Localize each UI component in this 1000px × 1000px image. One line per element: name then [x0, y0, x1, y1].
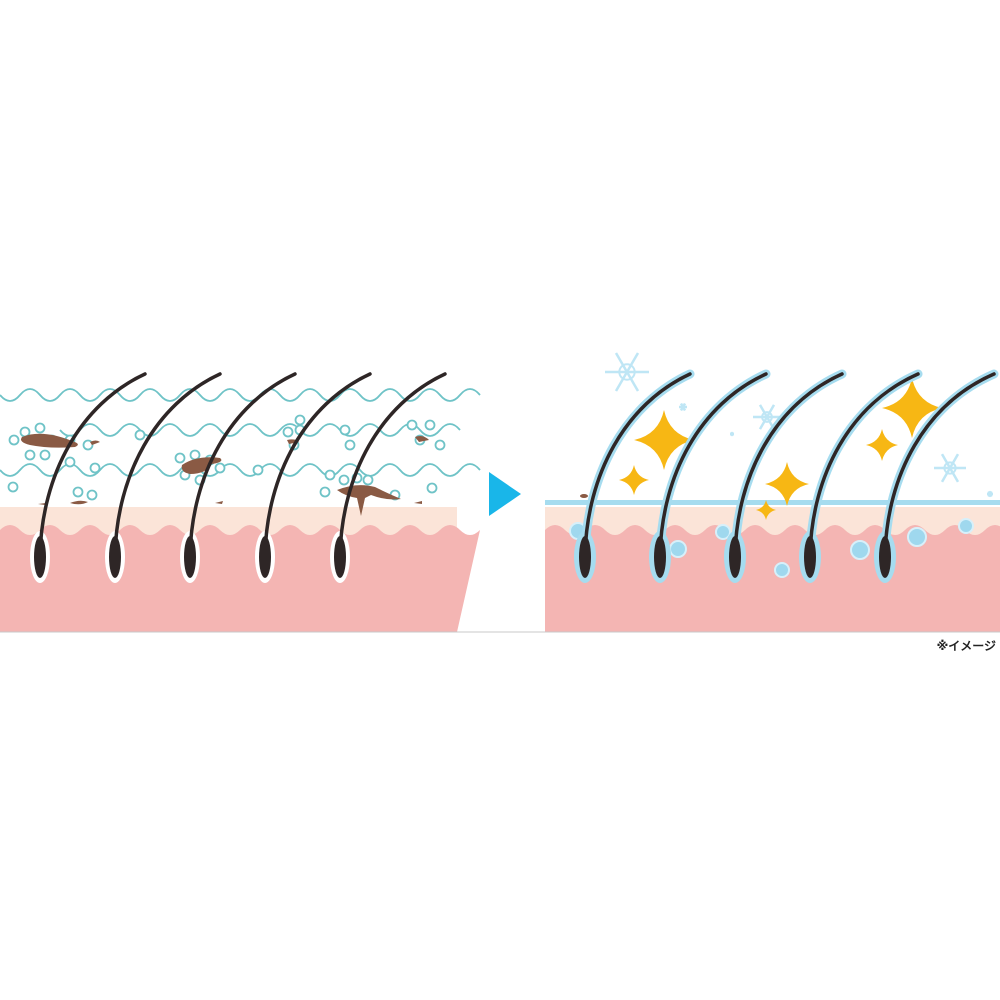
- foam-bubble: [34, 422, 46, 434]
- foam-bubble: [282, 426, 294, 438]
- sparkle-icon: [882, 378, 942, 438]
- hair-bulb: [259, 536, 271, 578]
- foam-outline: [59, 423, 461, 437]
- hair-bulb: [804, 536, 816, 578]
- hair-bulb: [334, 536, 346, 578]
- hair-bulb: [654, 536, 666, 578]
- hair-strand: [583, 372, 692, 557]
- foam-bubble: [252, 464, 264, 476]
- foam-bubble: [339, 424, 351, 436]
- moisture-droplet: [669, 540, 687, 558]
- hair-bulb: [879, 536, 891, 578]
- foam-bubble: [424, 419, 436, 431]
- clean-surface-line: [545, 500, 1000, 505]
- dirt-particle: [70, 500, 88, 505]
- snowflake-icon: [987, 490, 993, 498]
- dirt-particle: [337, 485, 401, 516]
- foam-bubble: [82, 439, 94, 451]
- moisture-droplet: [850, 540, 870, 560]
- foam-bubble: [426, 482, 438, 494]
- snowflake-arm: [679, 402, 687, 412]
- hair-bulb: [729, 536, 741, 578]
- hair-strand: [338, 372, 447, 557]
- snowflake-icon: [679, 402, 687, 412]
- moisture-droplet: [958, 518, 974, 534]
- snowflake-arm: [940, 453, 960, 483]
- hair-strand: [38, 372, 147, 557]
- snowflake-icon: [934, 453, 966, 483]
- snowflake-core: [987, 491, 993, 497]
- sparkle-icon: [866, 429, 898, 461]
- hair-strand: [808, 372, 920, 557]
- foam-bubble: [134, 429, 146, 441]
- foam-bubble: [214, 462, 226, 474]
- moisture-droplet: [715, 524, 731, 540]
- foam-bubble: [24, 449, 36, 461]
- foam-bubble: [7, 481, 19, 493]
- before-panel-dirty-scalp: [0, 372, 481, 632]
- arrow-right-icon: [489, 472, 521, 516]
- image-caption: ※イメージ: [936, 639, 996, 653]
- foam-outline: [0, 463, 481, 477]
- snowflake-core: [680, 404, 686, 410]
- foam-bubble: [319, 486, 331, 498]
- dirt-particle: [215, 501, 223, 504]
- foam-bubble: [89, 462, 101, 474]
- foam-bubble: [64, 456, 76, 468]
- foam-bubble: [174, 452, 186, 464]
- foam-bubble: [8, 434, 20, 446]
- foam-bubble: [72, 486, 84, 498]
- foam-bubble: [294, 414, 306, 426]
- dirt-particle: [38, 503, 46, 505]
- snowflake-core: [761, 411, 773, 423]
- foam-bubble: [434, 439, 446, 451]
- snowflake-icon: [729, 431, 735, 437]
- hair-strand: [733, 372, 844, 557]
- dirt-particle: [414, 501, 422, 504]
- hair-strand: [113, 372, 222, 557]
- hair-strand: [188, 372, 297, 557]
- foam-bubble: [362, 474, 374, 486]
- foam-bubble: [86, 489, 98, 501]
- dirt-particle: [415, 436, 429, 442]
- sparkle-icon: [765, 462, 809, 506]
- foam-bubble: [338, 474, 350, 486]
- foam-bubble: [39, 449, 51, 461]
- foam-bubble: [189, 449, 201, 461]
- after-panel-clean-scalp: [545, 352, 1000, 632]
- sparkle-icon: [619, 465, 649, 495]
- hair-bulb: [34, 536, 46, 578]
- snowflake-core: [618, 363, 636, 381]
- sparkle-icon: [756, 500, 776, 520]
- dermis-layer: [0, 525, 480, 632]
- hair-strand: [658, 372, 768, 557]
- dirt-particle: [21, 433, 78, 448]
- hair-strand: [883, 372, 996, 557]
- hair-strand: [263, 372, 372, 557]
- snowflake-icon: [753, 404, 781, 430]
- snowflake-icon: [605, 352, 649, 392]
- foam-bubble: [324, 469, 336, 481]
- foam-bubble: [406, 419, 418, 431]
- foam-bubble: [344, 439, 356, 451]
- moisture-droplet: [907, 527, 927, 547]
- snowflake-arm: [758, 404, 776, 430]
- snowflake-arm: [614, 352, 640, 392]
- dermis-layer: [545, 525, 1000, 632]
- hair-bulb: [184, 536, 196, 578]
- snowflake-core: [730, 432, 734, 436]
- hair-bulb: [579, 536, 591, 578]
- hair-bulb: [109, 536, 121, 578]
- dirt-particle: [580, 494, 588, 498]
- dirt-particle: [90, 440, 100, 445]
- snowflake-core: [943, 461, 957, 475]
- foam-outline: [0, 388, 481, 402]
- sparkle-icon: [634, 410, 694, 470]
- moisture-droplet: [774, 562, 790, 578]
